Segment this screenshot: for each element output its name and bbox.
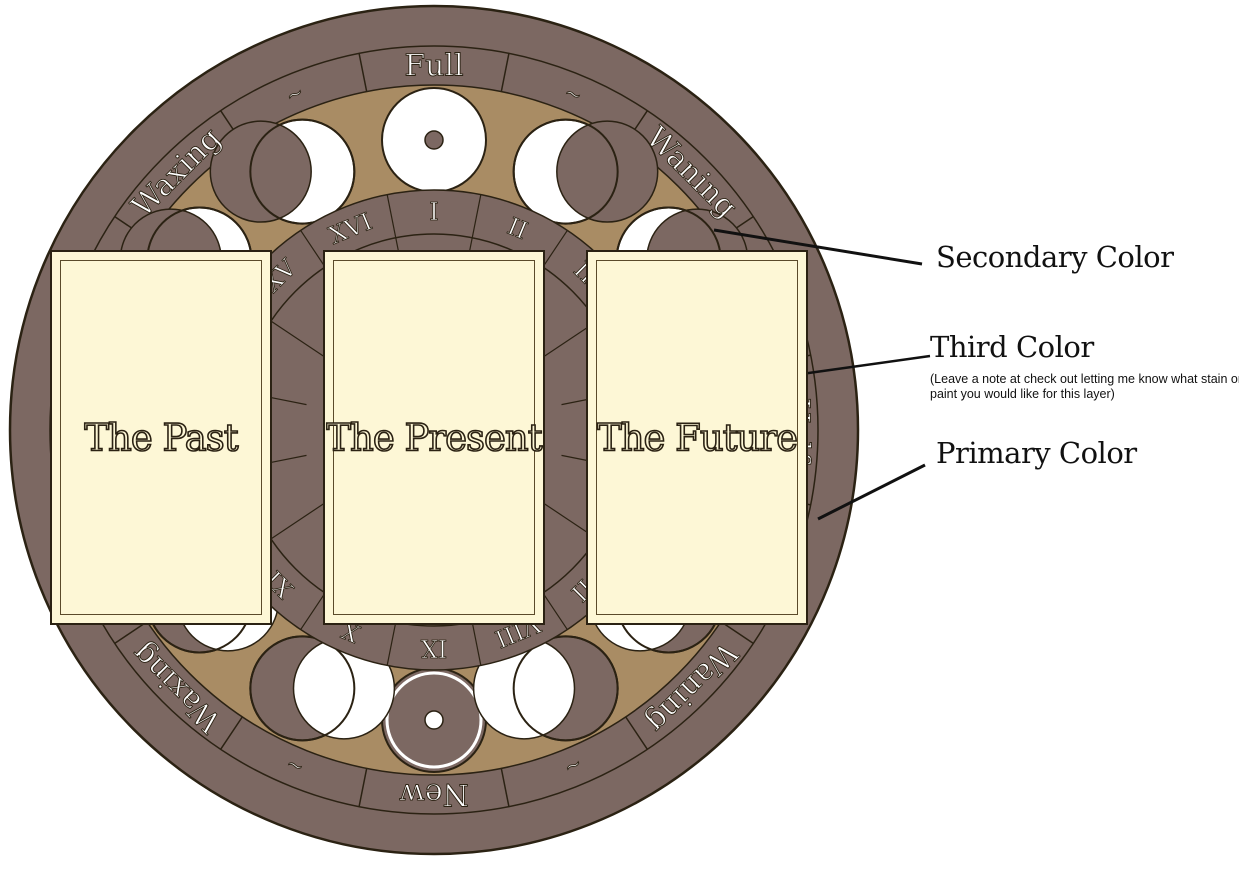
band-divider xyxy=(220,716,243,750)
moon-new xyxy=(381,667,487,773)
numeral-divider xyxy=(542,592,568,630)
card-title-future: The Future xyxy=(596,415,799,460)
card-frame xyxy=(596,260,798,615)
primary-leader xyxy=(817,463,926,521)
numeral-divider xyxy=(300,230,326,268)
inner-spoke xyxy=(270,501,327,540)
numeral-divider xyxy=(386,622,397,666)
card-future: The Future xyxy=(586,250,808,625)
numeral-divider xyxy=(471,194,482,238)
band-divider xyxy=(114,621,148,644)
band-divider xyxy=(358,53,368,92)
third-color-note: (Leave a note at check out letting me kn… xyxy=(930,372,1239,401)
card-frame xyxy=(60,260,262,615)
moon-cres-r xyxy=(249,635,396,742)
numeral-divider xyxy=(386,194,397,238)
band-divider xyxy=(358,768,368,807)
moon-gib-l xyxy=(209,118,356,225)
numeral-divider xyxy=(471,622,482,666)
band-label: New xyxy=(399,777,469,812)
card-title-present: The Present xyxy=(326,415,544,460)
card-frame xyxy=(333,260,535,615)
band-divider xyxy=(500,768,510,807)
band-divider xyxy=(500,53,510,92)
numeral-divider xyxy=(542,230,568,268)
band-label: Full xyxy=(404,49,463,84)
third-color-label: Third Color xyxy=(930,330,1094,364)
primary-color-label: Primary Color xyxy=(936,436,1137,470)
card-title-past: The Past xyxy=(84,415,240,460)
numeral-label: I xyxy=(429,198,438,226)
card-present: The Present xyxy=(323,250,545,625)
secondary-color-label: Secondary Color xyxy=(936,240,1174,274)
numeral-label: IX xyxy=(421,634,448,662)
card-past: The Past xyxy=(50,250,272,625)
band-divider xyxy=(625,716,648,750)
numeral-divider xyxy=(300,592,326,630)
inner-spoke xyxy=(270,320,327,359)
secondary-leader xyxy=(713,228,923,266)
band-divider xyxy=(720,621,754,644)
moon-gib-r xyxy=(512,118,659,225)
moon-full xyxy=(381,87,487,193)
moon-cres-l xyxy=(472,635,619,742)
